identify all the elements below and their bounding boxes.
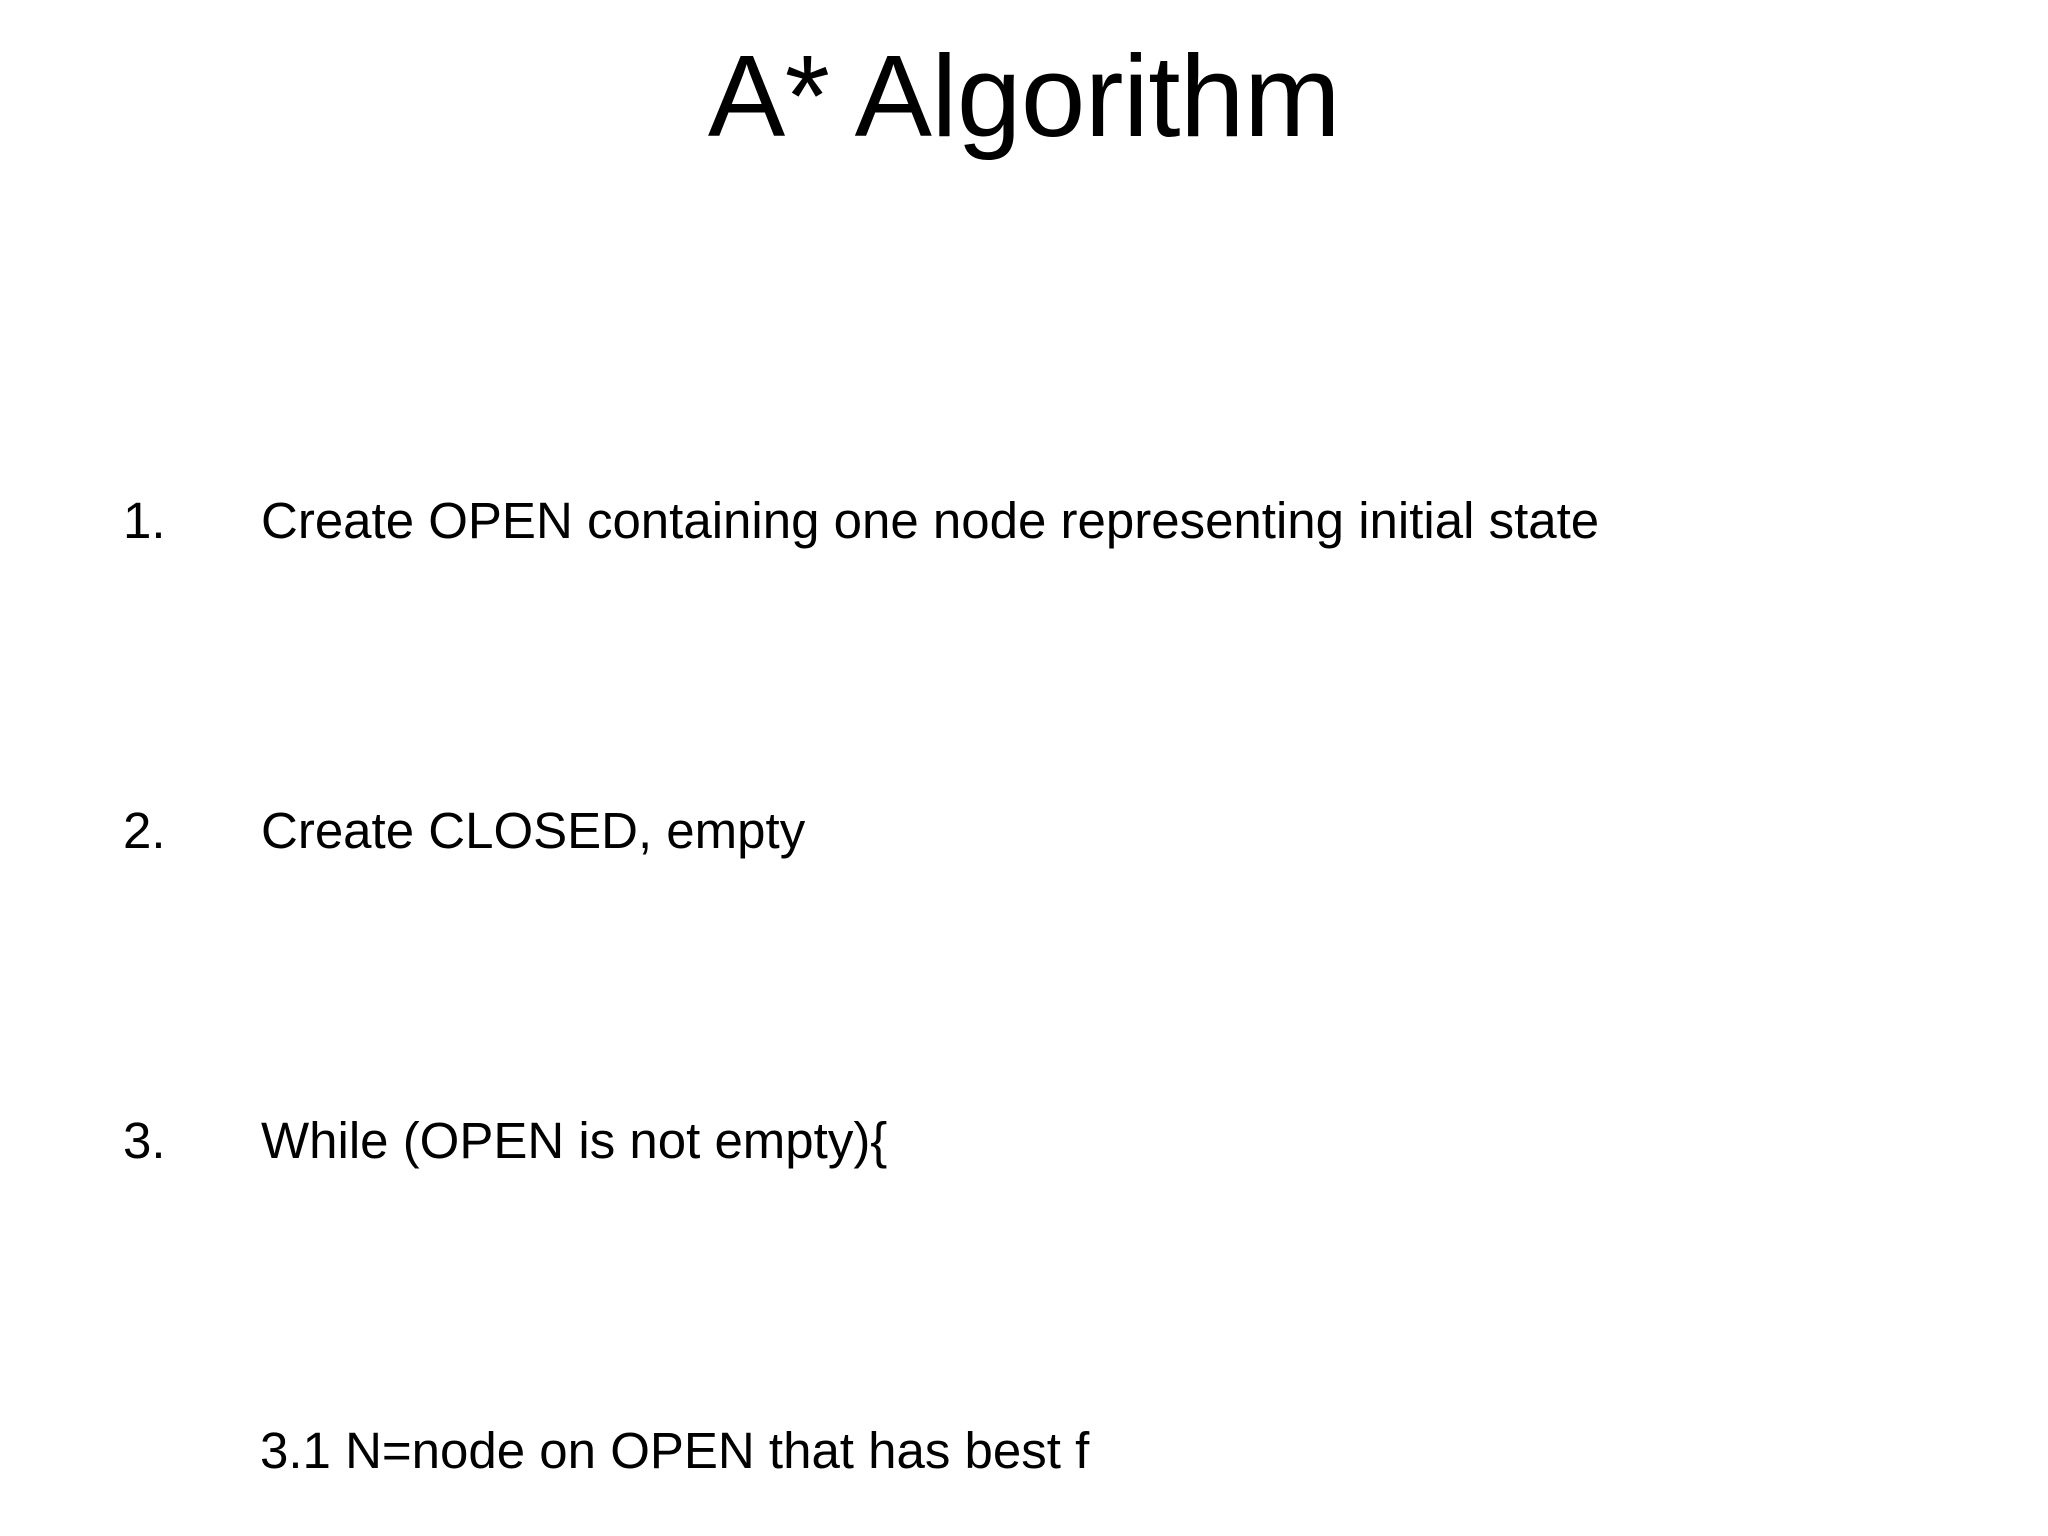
algorithm-steps-list: 1. Create OPEN containing one node repre… <box>0 242 2048 1536</box>
list-item-step-1: 1. Create OPEN containing one node repre… <box>0 490 2048 552</box>
step-text: Create CLOSED, empty <box>261 802 806 859</box>
step-text: Create OPEN containing one node represen… <box>261 492 1600 549</box>
list-item-substep-3-1: 3.1 N=node on OPEN that has best f <box>260 1422 1090 1479</box>
step-marker: 2. <box>123 802 166 859</box>
step-marker: 1. <box>123 492 166 549</box>
list-item-step-3: 3. While (OPEN is not empty){ <box>0 1110 2048 1172</box>
list-item-step-2: 2. Create CLOSED, empty <box>0 800 2048 862</box>
step-text: While (OPEN is not empty){ <box>261 1112 888 1169</box>
page-title: A* Algorithm <box>707 31 1341 161</box>
step-marker: 3. <box>123 1112 166 1169</box>
